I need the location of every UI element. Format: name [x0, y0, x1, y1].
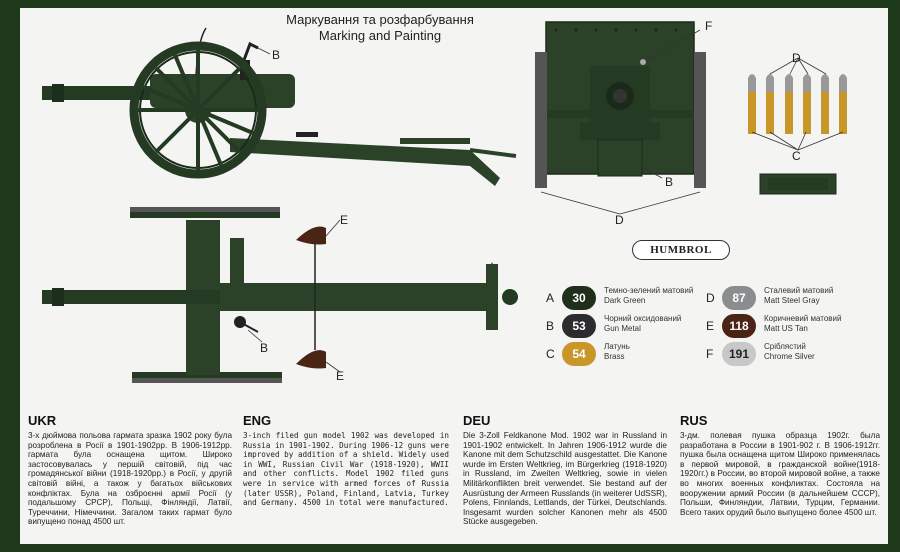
paint-swatch: 53: [562, 314, 596, 338]
page-title: Маркування та розфарбування Marking and …: [250, 12, 510, 44]
heading-eng: ENG: [243, 413, 272, 428]
paint-swatch: 191: [722, 342, 756, 366]
paint-letter: B: [546, 319, 555, 333]
side-cradle: [150, 74, 295, 108]
title-ukr: Маркування та розфарбування: [286, 12, 474, 27]
callout-c-shells: C: [792, 149, 801, 163]
side-trail: [230, 138, 500, 186]
body-eng: 3-inch filed gun model 1902 was develope…: [243, 431, 449, 508]
text-rus: RUS 3-дм. полевая пушка образца 1902г. б…: [680, 414, 880, 517]
leader-lines: [247, 29, 844, 373]
callout-e-lower: E: [336, 369, 344, 383]
paint-name-eng: Chrome Silver: [764, 352, 815, 361]
heading-ukr: UKR: [28, 413, 57, 428]
heading-rus: RUS: [680, 413, 708, 428]
shell-rounds: [748, 74, 847, 134]
heading-deu: DEU: [463, 413, 491, 428]
callout-b-front: B: [665, 175, 673, 189]
gun-top-view: [42, 207, 518, 383]
callout-b-top: B: [260, 341, 268, 355]
paint-name-ukr: Коричневий матовий: [764, 314, 842, 323]
paint-name-ukr: Сталевий матовий: [764, 286, 834, 295]
callout-b-side: B: [272, 48, 280, 62]
callout-d-shells: D: [792, 51, 801, 65]
paint-name-eng: Brass: [604, 352, 625, 361]
paint-name-ukr: Сріблястий: [764, 342, 806, 351]
paint-name-ukr: Темно-зелений матовий: [604, 286, 694, 295]
side-wheel: [129, 41, 267, 179]
body-deu: Die 3-Zoll Feldkanone Mod. 1902 war in R…: [463, 431, 667, 527]
paint-name-ukr: Чорний оксидований: [604, 314, 682, 323]
paint-name-eng: Dark Green: [604, 296, 646, 305]
paint-letter: E: [706, 319, 715, 333]
paint-swatch: 54: [562, 342, 596, 366]
paint-name-eng: Matt Steel Gray: [764, 296, 820, 305]
top-barrel: [42, 290, 222, 304]
paint-swatch: 118: [722, 314, 756, 338]
text-ukr: UKR 3-х дюймова польова гармата зразка 1…: [28, 414, 232, 527]
title-eng: Marking and Painting: [318, 28, 442, 43]
text-deu: DEU Die 3-Zoll Feldkanone Mod. 1902 war …: [463, 414, 667, 527]
callout-e-upper: E: [340, 213, 348, 227]
front-wheel-right: [694, 52, 706, 188]
top-trail: [220, 283, 490, 311]
text-eng: ENG 3-inch filed gun model 1902 was deve…: [243, 414, 449, 508]
paint-letter: F: [706, 347, 714, 361]
paint-name-eng: Gun Metal: [604, 324, 641, 333]
callout-d-front: D: [615, 213, 624, 227]
body-ukr: 3-х дюймова польова гармата зразка 1902 …: [28, 431, 232, 527]
paint-swatch: 30: [562, 286, 596, 310]
paint-letter: D: [706, 291, 715, 305]
paint-letter: C: [546, 347, 555, 361]
top-seat-upper: [296, 226, 326, 245]
body-rus: 3-дм. полевая пушка образца 1902г. была …: [680, 431, 880, 517]
gun-side-view: [42, 27, 517, 186]
gun-front-view: [535, 21, 706, 188]
top-seat-lower: [296, 350, 326, 369]
paint-swatch: 87: [722, 286, 756, 310]
paint-letter: A: [546, 291, 555, 305]
callout-f: F: [705, 19, 712, 33]
paint-name-eng: Matt US Tan: [764, 324, 808, 333]
paint-name-ukr: Латунь: [604, 342, 630, 351]
front-wheel-left: [535, 52, 547, 188]
humbrol-logo: HUMBROL: [632, 240, 730, 260]
